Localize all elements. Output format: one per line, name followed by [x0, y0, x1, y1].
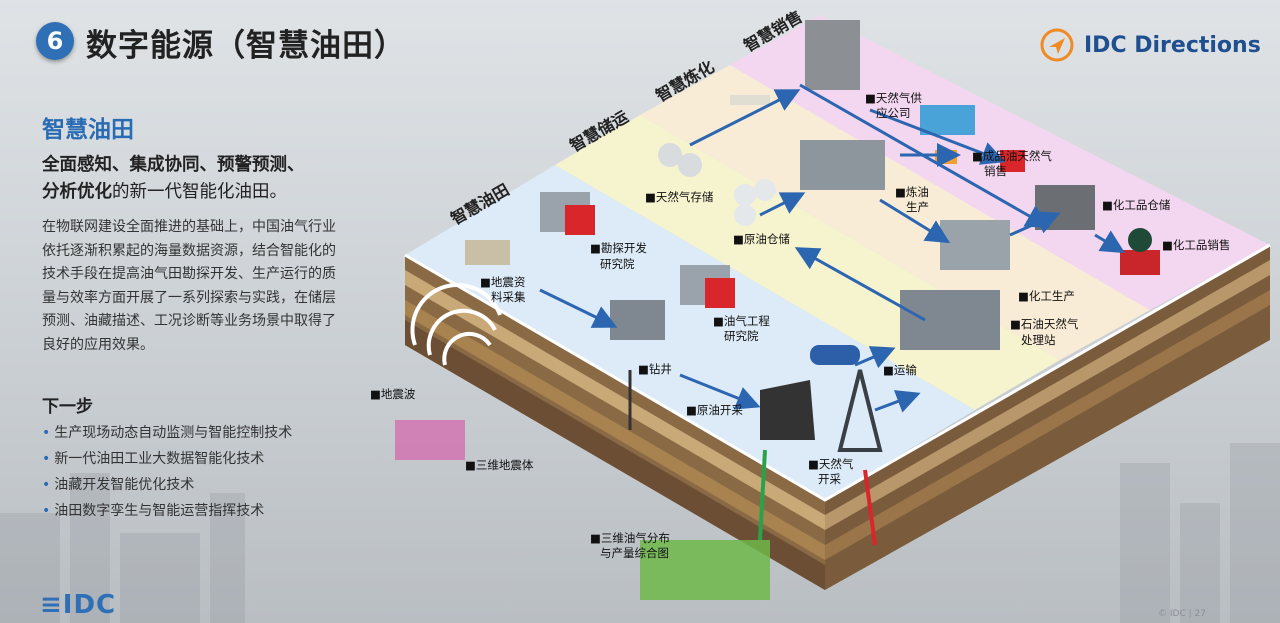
label-retail-2: 销售	[984, 164, 1007, 178]
label-chem-production: ■化工生产	[1018, 289, 1075, 303]
label-3d-distribution-2: 与产量综合图	[600, 546, 669, 560]
label-seismic-collect-2: 料采集	[491, 290, 526, 304]
label-processing-station: ■石油天然气	[1010, 317, 1079, 331]
label-drilling: ■钻井	[638, 362, 672, 376]
label-seismic-wave: ■地震波	[370, 387, 416, 401]
lead-text: 全面感知、集成协同、预警预测、 分析优化的新一代智能化油田。	[42, 152, 342, 206]
page-footer: © IDC | 27	[1158, 609, 1206, 619]
label-gas-production-2: 开采	[818, 472, 841, 486]
lead-bold-1: 全面感知、集成协同、预警预测、	[42, 155, 305, 175]
label-3d-distribution: ■三维油气分布	[590, 531, 670, 545]
page-title: 数字能源（智慧油田）	[86, 28, 406, 64]
section-number-badge: 6	[36, 22, 74, 60]
list-item: 新一代油田工业大数据智能化技术	[42, 446, 292, 472]
zone-oilfield	[405, 165, 975, 500]
body-paragraph: 在物联网建设全面推进的基础上，中国油气行业依托逐渐积累起的海量数据资源，结合智能…	[42, 219, 336, 353]
label-gas-storage: ■天然气存储	[645, 190, 714, 204]
list-item: 生产现场动态自动监测与智能控制技术	[42, 420, 292, 446]
label-chem-sales: ■化工品销售	[1162, 238, 1230, 252]
lead-bold-2: 分析优化	[42, 182, 112, 202]
label-explore-institute: ■勘探开发	[590, 241, 647, 255]
label-seismic-collect: ■地震资	[480, 275, 525, 289]
next-steps-list: 生产现场动态自动监测与智能控制技术 新一代油田工业大数据智能化技术 油藏开发智能…	[42, 420, 292, 524]
label-transport: ■运输	[883, 363, 917, 377]
lead-rest: 的新一代智能化油田。	[112, 182, 287, 202]
label-explore-institute-2: 研究院	[600, 257, 635, 271]
list-item: 油田数字孪生与智能运营指挥技术	[42, 498, 292, 524]
label-retail: ■成品油天然气	[972, 149, 1052, 163]
label-processing-station-2: 处理站	[1021, 333, 1056, 347]
compass-arrow-icon	[1040, 28, 1074, 62]
section-heading: 智慧油田	[42, 117, 134, 143]
label-eng-institute: ■油气工程	[713, 314, 770, 328]
flow-arrows	[539, 83, 1126, 413]
zone-refining	[640, 65, 1150, 360]
brand-name: IDC Directions	[1084, 32, 1261, 58]
idc-logo: ≡IDC	[40, 590, 117, 620]
label-crude-production: ■原油开采	[686, 403, 743, 417]
list-item: 油藏开发智能优化技术	[42, 472, 292, 498]
label-gas-supply: ■天然气供	[865, 91, 922, 105]
facility-icons	[395, 20, 1160, 600]
label-gas-supply-2: 应公司	[876, 106, 911, 120]
label-crude-storage: ■原油仓储	[733, 232, 790, 246]
label-chem-storage: ■化工品仓储	[1102, 198, 1171, 212]
label-refinery: ■炼油	[895, 185, 929, 199]
next-steps-heading: 下一步	[42, 397, 93, 417]
label-refinery-2: 生产	[906, 200, 929, 214]
label-eng-institute-2: 研究院	[724, 329, 759, 343]
label-gas-production: ■天然气	[808, 457, 854, 471]
idc-directions-logo: IDC Directions	[1040, 28, 1261, 62]
label-3d-seismic: ■三维地震体	[465, 458, 534, 472]
